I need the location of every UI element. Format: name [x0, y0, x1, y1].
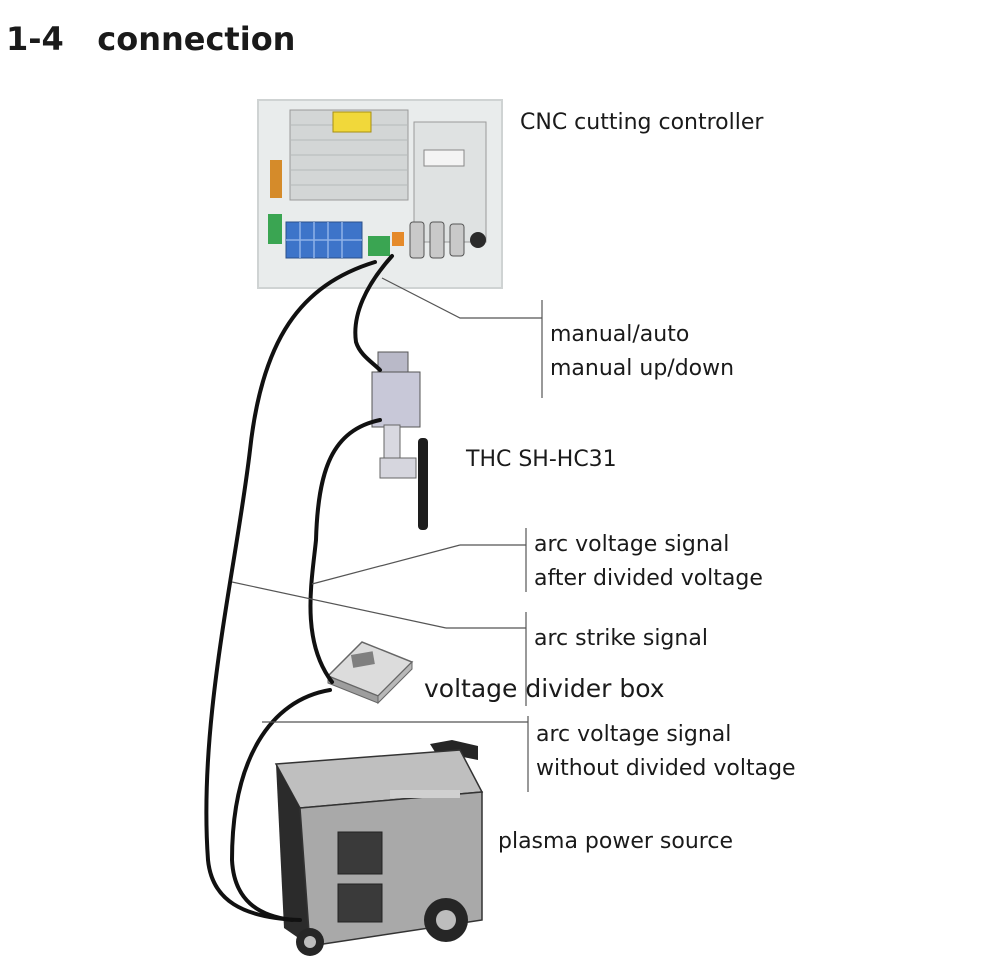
cables [204, 254, 394, 922]
leader-lines [231, 277, 543, 792]
signal-manual: manual/auto manual up/down [550, 318, 734, 386]
plasma-label: plasma power source [498, 829, 733, 854]
plasma-source-image [274, 740, 484, 956]
signal-arc-strike-line-1: arc strike signal [534, 626, 708, 651]
divider-label: voltage divider box [424, 674, 665, 703]
cnc-controller-image [257, 99, 503, 289]
signal-arc-raw-line-1: arc voltage signal [536, 722, 732, 747]
signal-arc-raw-line-2: without divided voltage [536, 756, 796, 782]
signal-arc-strike: arc strike signal [534, 622, 708, 656]
signal-arc-divided-line-1: arc voltage signal [534, 532, 730, 557]
controller-label: CNC cutting controller [520, 110, 764, 135]
signal-manual-line-2: manual up/down [550, 356, 735, 382]
signal-arc-divided-line-2: after divided voltage [534, 566, 763, 592]
thc-label: THC SH-HC31 [466, 447, 617, 472]
signal-arc-divided: arc voltage signal after divided voltage [534, 528, 763, 596]
signal-arc-raw: arc voltage signal without divided volta… [536, 718, 796, 786]
thc-lifter-image [371, 351, 428, 530]
page-title: 1-4 connection [6, 20, 296, 58]
divider-box-image [326, 641, 414, 705]
signal-manual-line-1: manual/auto [550, 322, 690, 347]
